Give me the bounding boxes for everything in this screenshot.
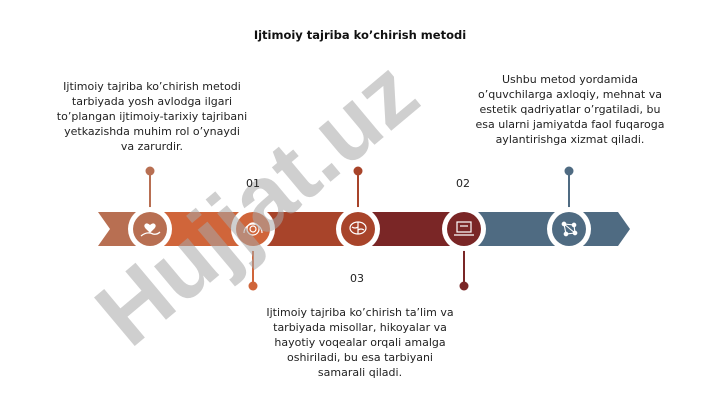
- hand-care-icon: [140, 223, 161, 237]
- connector-2: [248, 248, 258, 291]
- page-title: Ijtimoiy tajriba ko’chirish metodi: [253, 28, 467, 42]
- network-icon: [561, 221, 578, 237]
- fingerprint-icon: [243, 222, 263, 236]
- connector-3: [353, 166, 363, 210]
- step-description-2: Ushbu metod yordamida o’quvchilarga axlo…: [475, 73, 665, 146]
- timeline-node-4: [442, 207, 486, 251]
- step-number-02: 02: [456, 177, 470, 190]
- timeline-node-3: [336, 207, 380, 251]
- step-number-01: 01: [246, 177, 260, 190]
- laptop-icon: [454, 221, 474, 236]
- timeline-node-2: [231, 207, 275, 251]
- step-description-1: Ijtimoiy tajriba ko’chirish metodi tarbi…: [56, 80, 248, 153]
- step-number-03: 03: [350, 272, 364, 285]
- connector-5: [564, 166, 574, 210]
- brain-icon: [349, 221, 367, 235]
- timeline-node-5: [547, 207, 591, 251]
- timeline-node-1: [128, 207, 172, 251]
- step-description-3: Ijtimoiy tajriba ko’chirish ta’lim va ta…: [266, 306, 454, 379]
- connector-4: [459, 248, 469, 291]
- connector-1: [145, 166, 155, 210]
